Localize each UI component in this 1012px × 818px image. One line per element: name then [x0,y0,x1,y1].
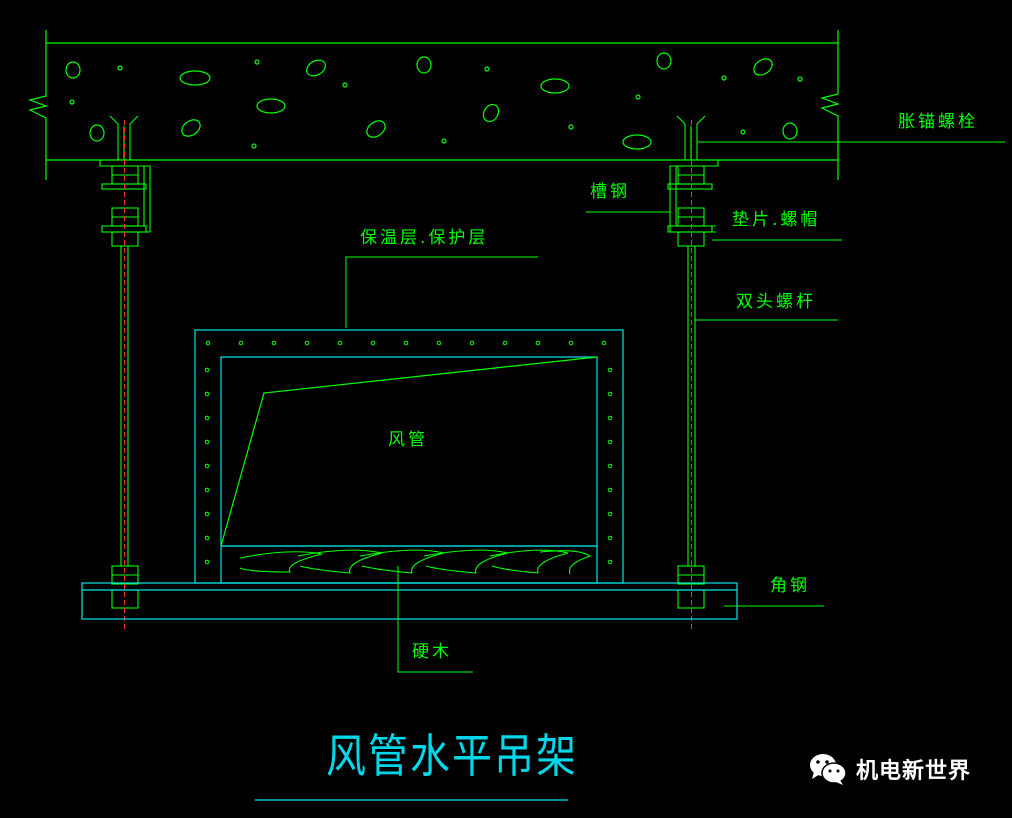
label-insulation: 保温层.保护层 [360,228,489,248]
insulation-dot [204,487,210,493]
wechat-icon [810,754,847,785]
insulation-dot [607,535,613,541]
label-channel-steel: 槽钢 [590,182,630,202]
insulation-dot [204,415,210,421]
insulation-dot [205,340,211,346]
insulation-dot [370,340,376,346]
insulation-dot [607,391,613,397]
insulation-dot [204,391,210,397]
insulation-dot [601,340,607,346]
insulation-dot [204,559,210,565]
insulation-dot [469,340,475,346]
insulation-dot [204,535,210,541]
insulation-dot [502,340,508,346]
hardwood-block [239,549,592,575]
drawing-title: 风管水平吊架 [326,730,578,784]
label-anchor-bolt: 胀锚螺栓 [898,112,978,132]
insulation-dot [535,340,541,346]
insulation-dot [304,340,310,346]
centerlines [124,120,692,632]
duct-assembly [194,329,624,584]
concrete-slab [27,30,841,180]
label-washer-nut: 垫片.螺帽 [732,210,821,230]
insulation-dot [607,439,613,445]
insulation-dot [607,559,613,565]
insulation-dot [204,511,210,517]
insulation-dot [607,367,613,373]
label-hardwood: 硬木 [412,642,452,662]
insulation-dot [204,367,210,373]
angle-steel [81,582,738,620]
insulation-dot [436,340,442,346]
watermark: 机电新世界 [808,752,971,786]
label-duct: 风管 [388,430,428,450]
leader-lines [345,141,1005,673]
insulation-dot [271,340,277,346]
right-hanger [667,115,719,609]
insulation-dot [403,340,409,346]
insulation-dot [568,340,574,346]
insulation-dot [204,439,210,445]
label-angle-steel: 角钢 [770,576,810,596]
insulation-dot [204,463,210,469]
insulation-dot [238,340,244,346]
insulation-dot [607,487,613,493]
insulation-dot [607,415,613,421]
insulation-dots [204,340,613,565]
insulation-dot [607,463,613,469]
insulation-dot [607,511,613,517]
label-double-bolt: 双头螺杆 [736,292,816,312]
insulation-dot [337,340,343,346]
watermark-text: 机电新世界 [856,759,972,784]
